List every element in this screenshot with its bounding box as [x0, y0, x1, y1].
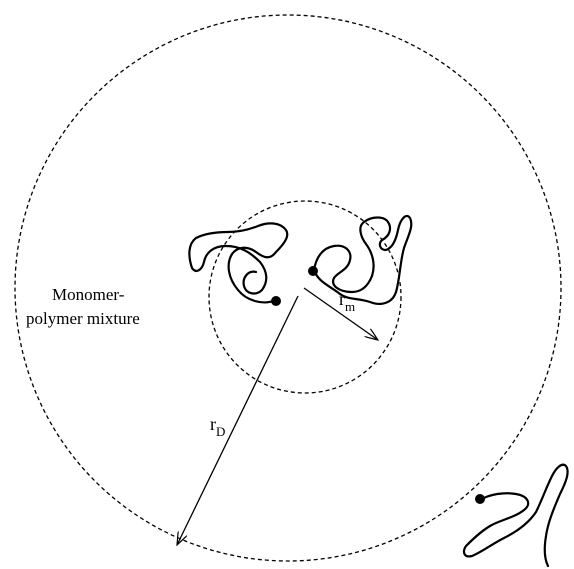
region-label-line2: polymer mixture [26, 309, 140, 328]
active-center-dot-left [271, 296, 281, 306]
active-center-dot-outside [475, 494, 485, 504]
active-center-dot-right [308, 266, 318, 276]
region-label-line1: Monomer- [52, 285, 125, 304]
